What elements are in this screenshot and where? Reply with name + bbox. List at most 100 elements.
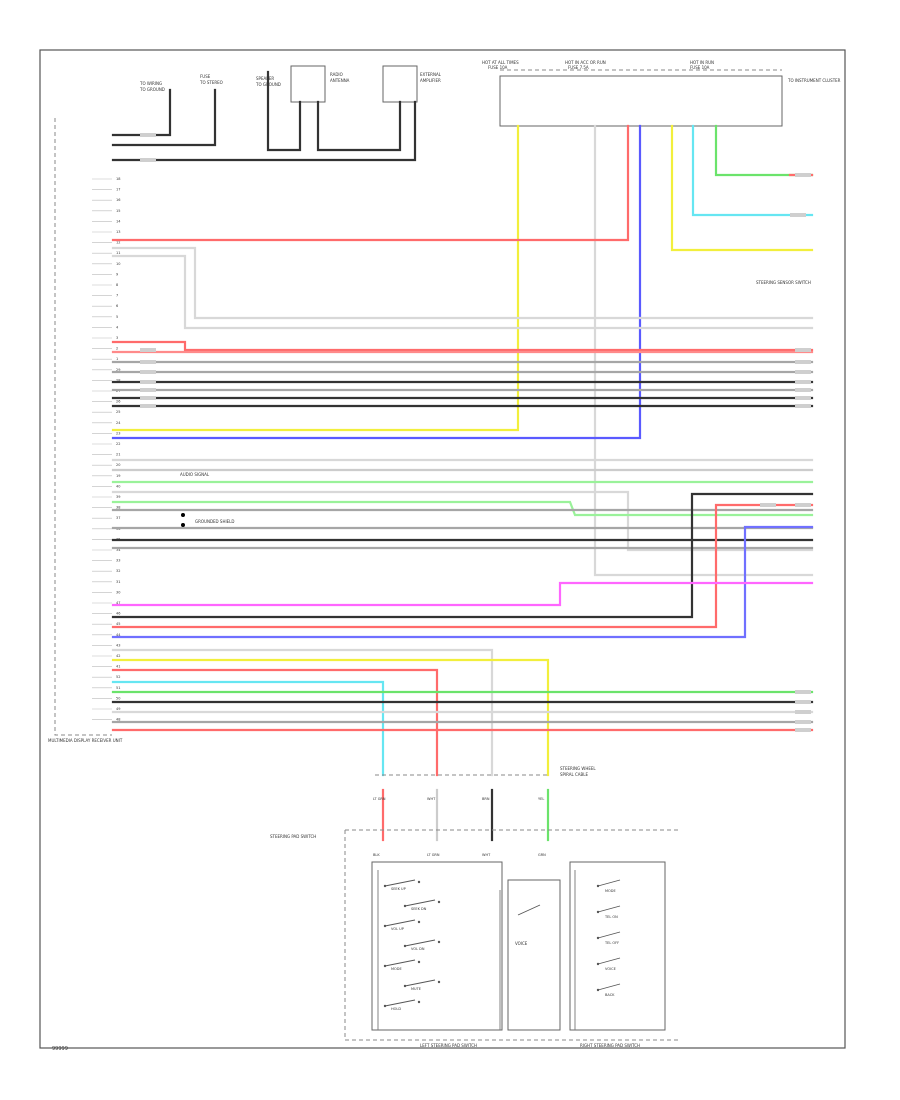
right-switch-caption: RIGHT STEERING PAD SWITCH	[580, 1043, 640, 1048]
switch-contact-dot	[417, 880, 421, 884]
switch-contact-dot	[403, 944, 407, 948]
unit-pin-number: 3	[116, 336, 118, 340]
unit-pin-number: 29	[116, 368, 120, 372]
shield-ground-dot	[181, 513, 185, 517]
voice-switch-contact	[517, 904, 541, 916]
switch-label: SEEK UP	[391, 887, 406, 891]
switch-contact-dot	[596, 910, 600, 914]
page-id: 99999	[52, 1046, 68, 1052]
steering-switch-label: STEERING SENSOR SWITCH	[756, 280, 811, 285]
switch-contact	[384, 919, 416, 927]
unit-pin-number: 10	[116, 262, 120, 266]
ground-note: GROUNDED SHIELD	[195, 519, 234, 524]
switch-contact-dot	[596, 962, 600, 966]
unit-pin-number: 43	[116, 643, 120, 647]
wire	[691, 124, 814, 217]
fuse-box	[499, 75, 783, 127]
wire	[316, 100, 402, 152]
unit-pin-number: 52	[116, 675, 120, 679]
switch-contact-dot	[383, 884, 387, 888]
spiral-cable-pin-label: YEL	[538, 797, 544, 801]
top-component-label: RADIO	[330, 72, 343, 77]
unit-pin-number: 4	[116, 325, 119, 329]
diagram-frame	[39, 49, 846, 1049]
switch-contact-dot	[383, 1004, 387, 1008]
unit-pin-number: 13	[116, 230, 120, 234]
unit-pin-number: 15	[116, 209, 120, 213]
unit-pin-number: 38	[116, 506, 120, 510]
switch-block-title: STEERING PAD SWITCH	[270, 834, 316, 839]
switch-contact	[597, 983, 621, 991]
switch-contact-dot	[403, 904, 407, 908]
left-switch-box	[371, 861, 503, 1031]
unit-pin-number: 14	[116, 219, 121, 223]
spiral-cable-pin-label: BRN	[482, 797, 490, 801]
wire	[111, 340, 814, 352]
switch-contact-dot	[383, 924, 387, 928]
unit-pin-number: 9	[116, 272, 118, 276]
unit-name: MULTIMEDIA DISPLAY RECEIVER UNIT	[48, 738, 123, 743]
switch-contact-dot	[383, 964, 387, 968]
unit-pin-number: 11	[116, 251, 120, 255]
switch-contact-dot	[417, 920, 421, 924]
switch-contact	[384, 999, 416, 1007]
wire	[111, 500, 814, 517]
spiral-cable-label: STEERING WHEEL	[560, 766, 596, 771]
wire-color-tag	[795, 728, 811, 732]
switch-block-pin-label: BLK	[373, 853, 380, 857]
spiral-cable-pin-label: LT GRN	[373, 797, 386, 801]
unit-pin-numbers: 1817161514131211109876543212928272625242…	[92, 177, 121, 722]
unit-outline	[54, 118, 112, 736]
unit-pin-number: 1	[116, 357, 118, 361]
top-component-label: TO WIRING	[139, 81, 162, 86]
unit-pin-number: 49	[116, 707, 120, 711]
switch-label: VOICE	[605, 967, 616, 971]
wire-color-tag	[795, 348, 811, 352]
wire	[111, 88, 172, 137]
unit-pin-number: 12	[116, 241, 120, 245]
switch-label: SEEK DN	[411, 907, 427, 911]
unit-pin-number: 6	[116, 304, 118, 308]
switch-contact-dot	[417, 1000, 421, 1004]
wire-color-tag	[795, 360, 811, 364]
switch-contact	[404, 979, 436, 987]
wire	[111, 492, 814, 619]
wire	[111, 581, 814, 607]
switch-block-outline	[344, 829, 680, 1041]
wire-color-tag	[140, 360, 156, 364]
wire	[670, 124, 814, 252]
fuse-header-1-sub: FUSE 10A	[488, 65, 508, 70]
switch-label: HOLD	[391, 1007, 401, 1011]
switch-block-pin-label: LT GRN	[427, 853, 440, 857]
wire-color-tag	[795, 404, 811, 408]
switch-label: TEL ON	[604, 915, 618, 919]
switch-label: VOL UP	[391, 927, 404, 931]
unit-pin-number: 46	[116, 612, 120, 616]
wire	[266, 70, 302, 152]
wire-color-tag	[795, 690, 811, 694]
audio-note: AUDIO SIGNAL	[180, 472, 210, 477]
switch-contact-dot	[437, 900, 441, 904]
fuse-header-3: HOT IN RUN	[690, 60, 714, 65]
unit-pin-number: 16	[116, 198, 120, 202]
wire	[111, 124, 520, 432]
switch-block-pin-label: WHT	[482, 853, 491, 857]
unit-pin-number: 39	[116, 495, 120, 499]
switch-contact-dot	[403, 984, 407, 988]
switch-label: MODE	[391, 967, 402, 971]
unit-pin-number: 40	[116, 484, 120, 488]
switch-label: BACK	[605, 993, 615, 997]
unit-pin-number: 18	[116, 177, 120, 181]
wire	[111, 100, 417, 162]
unit-pin-number: 19	[116, 474, 120, 478]
wire	[111, 124, 642, 440]
wire	[111, 88, 217, 147]
wire-color-tag	[795, 173, 811, 177]
unit-pin-number: 22	[116, 442, 120, 446]
switch-contact-dot	[596, 884, 600, 888]
switch-contact	[404, 899, 436, 907]
wire-color-tag	[795, 700, 811, 704]
switch-contact-dot	[596, 988, 600, 992]
